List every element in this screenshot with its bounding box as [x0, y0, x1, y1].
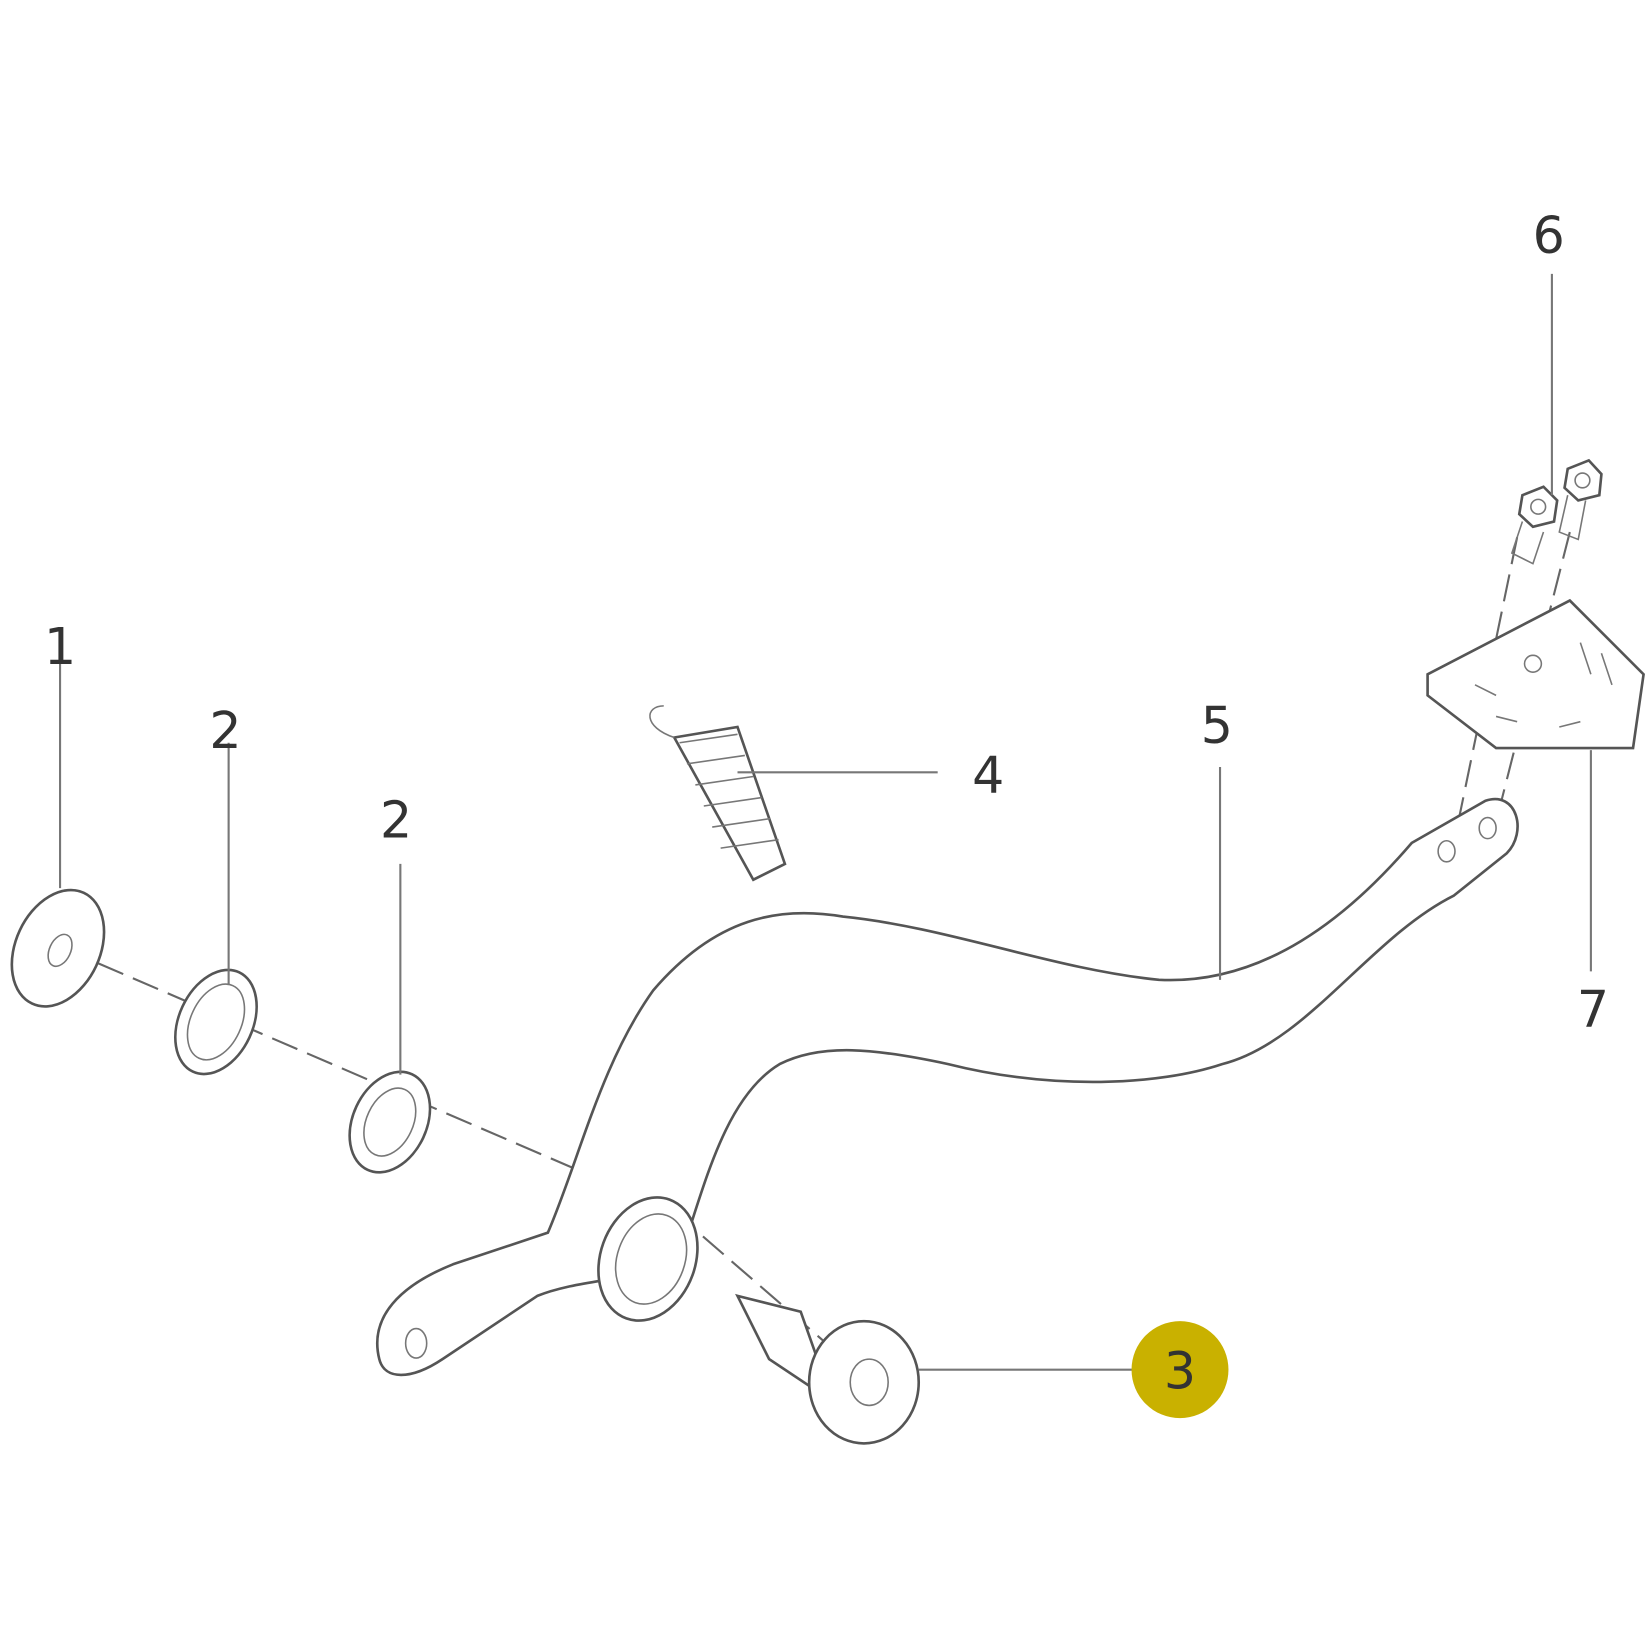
callout-7[interactable]: 7 — [1577, 980, 1609, 1039]
part-6-nuts[interactable] — [1510, 458, 1603, 565]
callout-2b[interactable]: 2 — [380, 791, 412, 850]
callout-3[interactable]: 3 — [1164, 1342, 1196, 1401]
part-1-washer[interactable] — [0, 875, 122, 1021]
part-2-seal-a[interactable] — [159, 957, 272, 1087]
leader-lines — [59, 273, 1592, 1371]
callout-2a[interactable]: 2 — [209, 701, 241, 760]
part-7-brake-tip[interactable] — [1426, 598, 1645, 750]
part-4-spring[interactable] — [649, 705, 787, 882]
callout-1[interactable]: 1 — [44, 617, 76, 676]
callout-6[interactable]: 6 — [1533, 206, 1565, 265]
callout-5[interactable]: 5 — [1201, 696, 1233, 755]
callout-4[interactable]: 4 — [972, 745, 1004, 804]
part-2-seal-b[interactable] — [334, 1059, 445, 1186]
part-5-brake-lever[interactable] — [376, 797, 1519, 1377]
highlight-marker-3 — [1131, 1321, 1229, 1419]
part-3-pivot-bolt[interactable] — [735, 1293, 921, 1445]
